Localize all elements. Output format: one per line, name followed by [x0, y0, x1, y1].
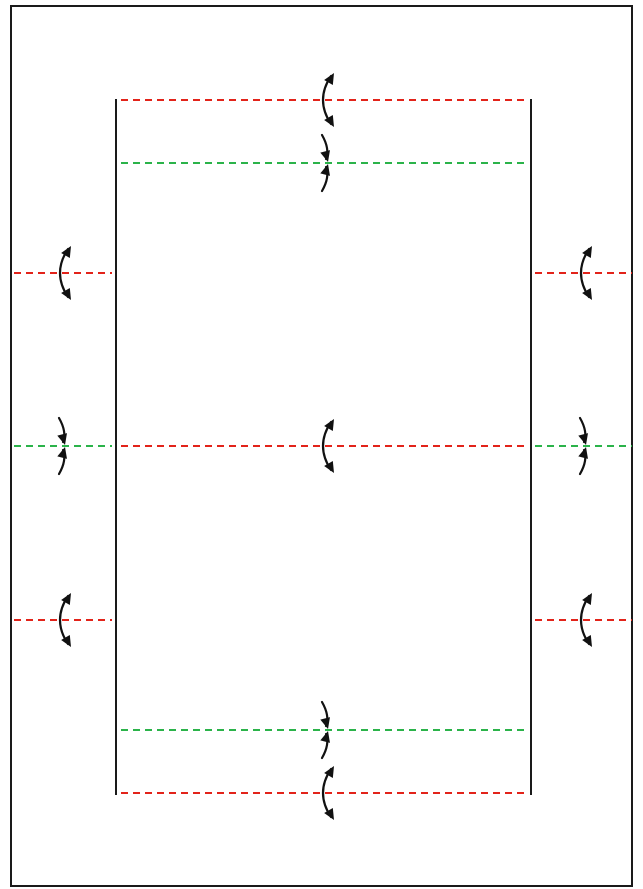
fold-arrow-outward-icon-head-1 [61, 593, 71, 606]
fold-arrow-bottom-green [320, 700, 330, 760]
fold-arrow-outward-icon-head-2 [324, 460, 334, 473]
fold-arrow-inward-icon-head-2 [320, 731, 330, 743]
fold-arrow-bottom-red [321, 766, 334, 820]
fold-arrow-inward-icon-head-2 [57, 447, 67, 459]
fold-arrow-outward-icon-head-1 [61, 246, 71, 259]
fold-arrows [57, 73, 592, 820]
fold-arrow-left-middle-green [57, 416, 67, 476]
fold-arrow-outward-icon-head-1 [582, 246, 592, 259]
fold-arrow-outward-icon-head-2 [582, 634, 592, 647]
fold-arrow-inward-icon-head-1 [57, 433, 67, 445]
fold-arrow-outward-icon-head-1 [324, 419, 334, 432]
fold-arrow-top-green [320, 133, 330, 193]
fold-arrow-outward-icon-head-1 [324, 766, 334, 779]
fold-arrow-right-lower-red [579, 593, 592, 647]
fold-arrow-outward-icon-head-2 [324, 807, 334, 820]
fold-arrow-outward-icon-head-2 [324, 114, 334, 127]
fold-arrow-outward-icon-head-2 [61, 287, 71, 300]
fold-arrow-right-middle-green [578, 416, 588, 476]
fold-arrow-left-lower-red [58, 593, 71, 647]
fold-arrow-center-red [321, 419, 334, 473]
fold-arrow-inward-icon-head-2 [320, 164, 330, 176]
fold-arrow-outward-icon-head-2 [582, 287, 592, 300]
fold-arrow-outward-icon-head-1 [582, 593, 592, 606]
fold-arrow-outward-icon-head-2 [61, 634, 71, 647]
fold-arrow-inward-icon-head-1 [320, 150, 330, 162]
fold-arrow-top-red [321, 73, 334, 127]
fold-arrow-left-upper-red [58, 246, 71, 300]
fold-arrow-inward-icon-head-1 [320, 717, 330, 729]
fold-arrow-right-upper-red [579, 246, 592, 300]
fold-arrow-inward-icon-head-1 [578, 433, 588, 445]
fold-arrow-inward-icon-head-2 [578, 447, 588, 459]
fold-arrow-outward-icon-head-1 [324, 73, 334, 86]
